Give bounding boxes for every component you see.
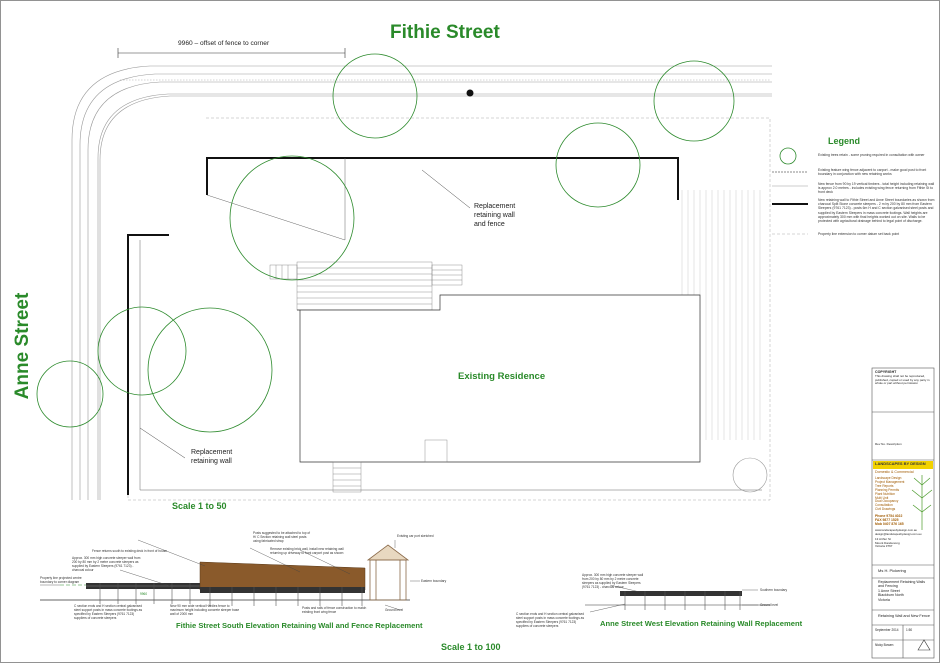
service-item: Landscape Design xyxy=(875,476,902,480)
legend-item-trees: Existing trees retain - some pruning req… xyxy=(818,153,925,157)
fithie-note-eastern-boundary: Eastern boundary xyxy=(421,579,447,583)
fithie-dimension: 9960 xyxy=(140,592,148,596)
service-item: Plant Nutrition xyxy=(875,491,896,496)
legend-item-retaining-wall: New retaining wall to Fithie Street and … xyxy=(818,198,935,224)
anne-elevation-title: Anne Street West Elevation Retaining Wal… xyxy=(600,619,803,628)
fithie-note-posts-rails: Posts and rails of fence construction to… xyxy=(302,606,367,614)
plan-scale-label: Scale 1 to 50 xyxy=(172,501,227,511)
service-item: Project Management xyxy=(875,479,905,484)
fithie-note-posts: Posts suggested to be attached to top of… xyxy=(253,531,311,543)
service-item: Multi Unit xyxy=(875,495,889,500)
service-item: Tree Reports xyxy=(875,483,894,488)
services-list: Landscape Design Project Management Tree… xyxy=(875,476,919,512)
project-line: Victoria xyxy=(878,597,890,602)
tree xyxy=(97,306,187,396)
legend-symbols xyxy=(772,147,808,235)
drawn-by: Nicky Bowen xyxy=(875,643,894,647)
service-item: Consultation xyxy=(875,503,893,508)
replacement-wall-fence-label: Replacement retaining wall and fence xyxy=(474,202,515,229)
label-line: retaining wall xyxy=(191,458,232,465)
existing-trees xyxy=(36,53,735,433)
fithie-note-ground-level: Ground level xyxy=(385,608,404,612)
fithie-note-sleeper-wall: Approx. 300 mm high concrete sleeper wal… xyxy=(72,556,141,572)
label-line: and fence xyxy=(474,221,505,228)
new-retaining-wall xyxy=(127,157,679,495)
fithie-note-new-fence: New 90 mm wide vertical Hardies fence to… xyxy=(170,604,240,616)
service-item: Planning Permits xyxy=(875,487,900,492)
project-line: and Fencing xyxy=(878,584,898,589)
title-block-frame xyxy=(871,367,935,659)
address-line: Victoria 3767 xyxy=(875,544,893,549)
existing-shrub xyxy=(732,457,768,493)
company-name: LANDSCAPES BY DESIGN xyxy=(875,461,926,466)
copyright-heading: COPYRIGHT xyxy=(875,370,897,374)
fithie-note-property-line: Property line projected centre boundary … xyxy=(40,576,82,584)
anne-elevation-drawing xyxy=(585,584,770,613)
revisions-header: Rev No. Description xyxy=(875,442,902,446)
power-pole-marker xyxy=(466,89,474,97)
phone-number: Phone 9754 4022 xyxy=(875,514,903,518)
label-line: Replacement xyxy=(474,203,516,210)
replacement-wall-label: Replacement retaining wall xyxy=(191,448,232,466)
tree xyxy=(147,307,273,433)
legend-item-new-fence: New fence from 90 by 19 vertical timbers… xyxy=(818,182,935,195)
legend-item-feature-fence: Existing feature wing fence adjacent to … xyxy=(818,168,927,177)
fithie-note-carport: Existing car port sketched xyxy=(397,534,434,538)
email-link[interactable]: design@landscapesbydesign.com.au xyxy=(875,532,922,536)
anne-note-ground-level: Ground level xyxy=(760,603,779,607)
fithie-elevation-title: Fithie Street South Elevation Retaining … xyxy=(176,621,423,630)
address-line: Mount Dandenong xyxy=(875,540,900,545)
company-banner xyxy=(873,461,933,469)
project-line: Blackburn North xyxy=(878,593,904,598)
mobile-number: Mob 0407 876 165 xyxy=(875,522,904,527)
fax-number: FAX 9877 1525 xyxy=(875,518,899,523)
front-steps xyxy=(332,439,448,493)
contact-numbers: Phone 9754 4022 FAX 9877 1525 Mob 0407 8… xyxy=(875,514,919,527)
anne-note-sleeper-wall: Approx. 300 mm high concrete sleeper wal… xyxy=(582,573,644,589)
street-kerb-lines xyxy=(71,65,772,500)
legend-title: Legend xyxy=(828,136,861,146)
legend-panel: Legend Existing trees retain - some prun… xyxy=(772,136,937,246)
existing-residence-outline xyxy=(297,294,701,463)
company-subtitle: Domestic & Commercial xyxy=(875,470,914,474)
website-link[interactable]: www.landscapesbydesign.com.au xyxy=(875,528,917,532)
anne-note-posts-footings: C section ends and H section central gal… xyxy=(516,612,585,628)
drawing-title: Retaining Wall and New Fence xyxy=(878,614,930,618)
dimension-line xyxy=(117,48,346,58)
street-name-north: Fithie Street xyxy=(390,22,500,43)
residence-label: Existing Residence xyxy=(458,371,546,382)
copyright-text: This drawing shall not be reproduced, pu… xyxy=(875,374,930,386)
company-logo-graphic xyxy=(911,475,933,530)
tree xyxy=(229,155,355,281)
service-item: Dual Occupancy xyxy=(875,499,899,504)
north-arrow-icon xyxy=(917,639,931,651)
fithie-note-fence-return: Fence returns south to existing deck in … xyxy=(92,549,167,553)
anne-note-southern-boundary: Southern boundary xyxy=(760,588,788,592)
legend-item-property-line: Property line extension to corner datum … xyxy=(818,232,900,236)
street-name-west: Anne Street xyxy=(12,292,33,400)
service-item: Civil Drawings xyxy=(875,507,896,512)
label-line: Replacement xyxy=(191,449,233,456)
fithie-note-posts-footings: C section ends and H section central gal… xyxy=(74,604,143,620)
lot-lines xyxy=(139,158,762,491)
drawing-date: September 2014 xyxy=(875,628,899,632)
project-line: 1 Anne Street xyxy=(878,588,900,593)
fithie-elevation-drawing xyxy=(40,539,420,611)
tree xyxy=(332,53,418,139)
project-details: Replacement Retaining Walls and Fencing … xyxy=(878,580,934,602)
tree xyxy=(555,122,641,208)
leader-lines xyxy=(139,169,471,459)
project-line: Replacement Retaining Walls xyxy=(878,580,926,584)
elevation-scale-label: Scale 1 to 100 xyxy=(441,642,501,652)
tree xyxy=(36,360,104,428)
address-line: 13 Arthur St xyxy=(875,537,891,541)
fithie-note-remove-wall: Remove existing brick wall, install new … xyxy=(270,547,344,555)
client-name: Ms H. Pickering xyxy=(878,568,907,573)
label-line: retaining wall xyxy=(474,212,515,219)
company-address: 13 Arthur St Mount Dandenong Victoria 37… xyxy=(875,537,933,549)
dimension-label: 9960 – offset of fence to corner xyxy=(178,40,270,47)
drawing-scale: 1:50 xyxy=(906,628,913,632)
tree xyxy=(653,60,735,142)
